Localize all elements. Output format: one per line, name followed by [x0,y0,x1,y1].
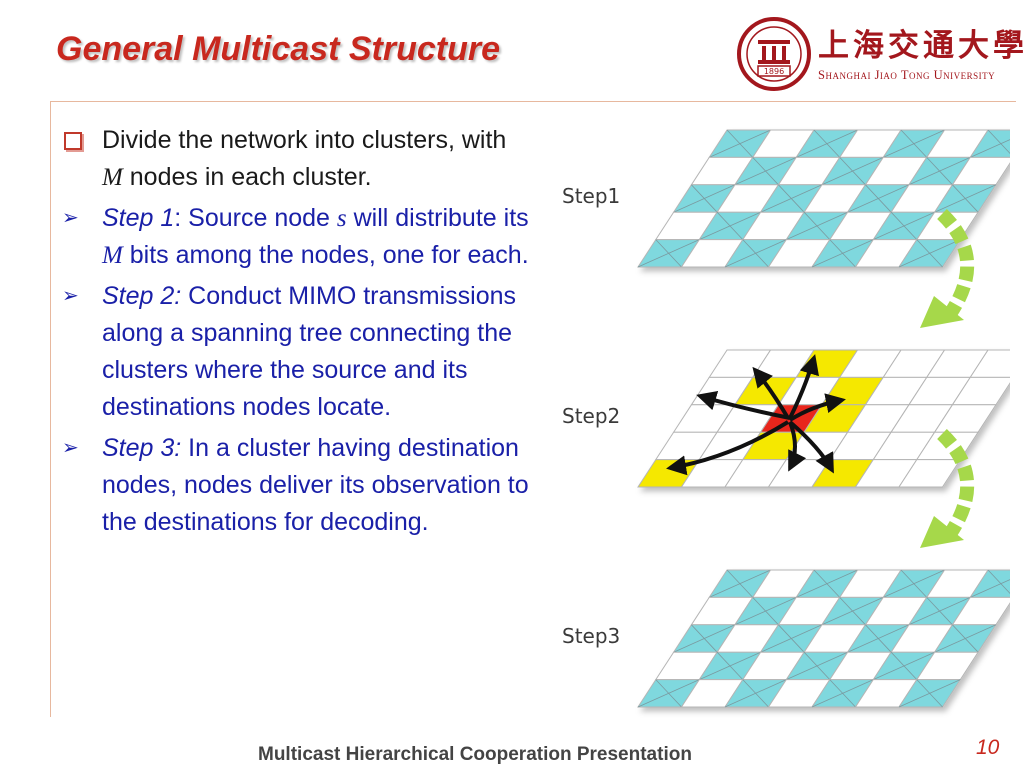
left-divider [50,101,51,717]
step-3-label: Step 3: [102,434,182,462]
bullet-step-1: ➢ Step 1: Source node s will distribute … [62,200,532,274]
curved-arrow-2-icon [920,428,975,548]
node-cross [970,139,1010,158]
variable-s: s [336,205,347,232]
square-checkbox-icon [64,132,82,150]
step-1-label: Step 1 [102,204,175,232]
bullet-main: Divide the network into clusters, with M… [62,122,532,196]
seal-year: 1896 [764,67,784,76]
arrowhead-bullet-icon: ➢ [62,437,79,459]
grid-cell [898,459,962,488]
arrowhead-bullet-icon: ➢ [62,285,79,307]
node-cross [673,624,736,653]
node-cross [734,597,797,626]
page-number: 10 [976,736,1000,759]
node-cross [724,239,787,268]
node-cross [883,569,945,598]
node-cross [637,239,700,268]
node-cross [908,157,971,186]
node-cross [786,211,848,240]
node-cross [821,597,884,626]
header-divider [50,101,1016,102]
grid-cell [969,349,1010,378]
university-logo: 1896 上海交通大學 Shanghai Jiao Tong Universit… [736,16,1024,92]
node-cross [709,569,771,598]
variable-m: M [102,242,123,269]
slide-title: General Multicast Structure [56,30,501,68]
node-cross [637,679,700,708]
step2-arrows [666,354,846,476]
node-cross [847,624,910,653]
node-cross [760,184,823,213]
step1-grid [637,129,1010,268]
bullet-step-3: ➢ Step 3: In a cluster having destinatio… [62,430,532,541]
step-2-label: Step 2: [102,282,182,310]
node-cross [934,624,997,653]
node-cross [760,624,823,653]
node-cross [934,184,997,213]
arrowhead-bullet-icon: ➢ [62,207,79,229]
node-cross [821,157,884,186]
node-cross [873,211,935,240]
node-cross [908,597,971,626]
university-name-english: Shanghai Jiao Tong University [818,68,996,82]
node-cross [811,679,874,708]
node-cross [699,211,761,240]
step3-grid [637,569,1010,708]
step2-label: Step2 [562,404,621,428]
node-cross [796,569,858,598]
node-cross [673,184,736,213]
grid-cell [969,129,1010,158]
node-cross [873,651,935,680]
node-cross [734,157,797,186]
bullet-step-2: ➢ Step 2: Conduct MIMO transmissions alo… [62,278,532,426]
node-cross [699,651,761,680]
node-cross [811,239,874,268]
university-name-chinese: 上海交通大學 [818,28,1024,64]
curved-arrow-1-icon [920,208,975,328]
variable-m: M [102,164,123,191]
step1-label: Step1 [562,184,621,208]
node-cross [724,679,787,708]
node-cross [796,129,858,158]
footer-text: Multicast Hierarchical Cooperation Prese… [258,744,692,765]
node-cross [970,579,1010,598]
slide-content: Divide the network into clusters, with M… [62,122,532,545]
node-cross [847,184,910,213]
cluster-diagram [637,129,1010,708]
step2-grid [637,349,1010,488]
node-cross [709,129,771,158]
university-seal-icon: 1896 [737,17,811,91]
grid-cell [969,569,1010,598]
node-cross [883,129,945,158]
node-cross [898,239,961,268]
node-cross [898,679,961,708]
step3-label: Step3 [562,624,621,648]
node-cross [786,651,848,680]
